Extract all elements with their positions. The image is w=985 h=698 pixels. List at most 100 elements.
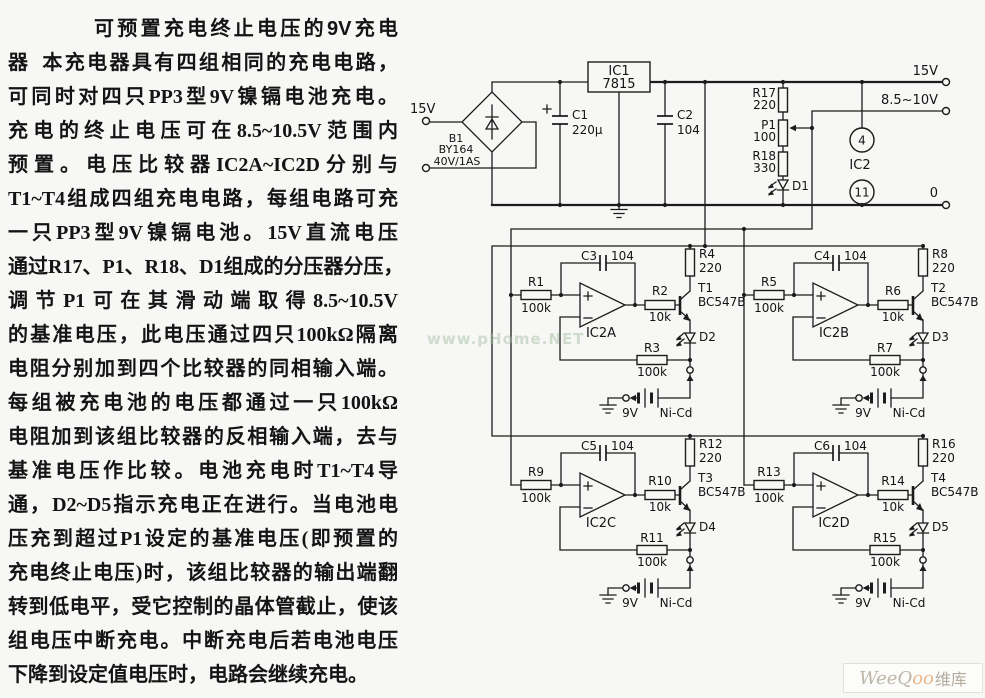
text-line: T1~T4组成四组充电电路，每组电路可充 <box>8 188 398 210</box>
label-r-col-value: 220 <box>932 451 955 465</box>
text-line: 电阻加到该组比较器的反相输入端，去与 <box>8 426 398 448</box>
label-r-fb-value: 100k <box>870 555 900 569</box>
label-battery-type: Ni-Cd <box>660 406 693 420</box>
label-opamp: IC2A <box>586 326 616 341</box>
text-line: 充电的终止电压可在8.5~10.5V范围内 <box>8 120 398 142</box>
terminal-ref-out <box>941 106 951 116</box>
text-line: 下降到设定值电压时，电路会继续充电。 <box>8 664 368 686</box>
label-r-fb: R15 <box>873 531 897 545</box>
article-title-line: 可预置充电终止电压的9V充电 <box>8 12 398 46</box>
c1-plates <box>552 115 568 125</box>
text-line: 电阻分别加到四个比较器的同相输入端。 <box>8 358 398 380</box>
label-led: D3 <box>932 330 949 344</box>
label-ref-out: 8.5~10V <box>881 93 938 108</box>
weeqoo-watermark-prefix: WeeQ <box>859 667 913 689</box>
labels-block-ic2a: R1 100k C3 104 IC2A R2 10k T1 BC547B R4 … <box>521 247 745 420</box>
label-bridge-rating: 40V/1AS <box>434 155 481 168</box>
power-supply-section: 15V B1 BY164 40V/1AS C1 220μ IC1 7815 C2… <box>410 61 951 486</box>
site-watermark: www.pHome.NET <box>427 330 585 348</box>
label-r-base: R2 <box>652 284 668 298</box>
label-ic1-value: 7815 <box>602 77 635 92</box>
label-r-in: R1 <box>528 275 544 289</box>
label-transistor-type: BC547B <box>698 295 746 309</box>
label-transistor: T4 <box>930 471 946 485</box>
label-0v-out: 0 <box>930 186 938 201</box>
label-r-fb: R11 <box>640 531 664 545</box>
label-r-base: R14 <box>881 474 905 488</box>
label-transistor: T3 <box>697 471 713 485</box>
label-c1-value: 220μ <box>572 123 603 137</box>
label-transistor-type: BC547B <box>931 295 979 309</box>
label-battery-type: Ni-Cd <box>893 596 926 610</box>
label-cap: C4 <box>814 249 830 263</box>
label-ic2-pin4: 4 <box>858 134 866 148</box>
label-battery: 9V <box>855 596 872 610</box>
label-r-base-value: 10k <box>882 500 904 514</box>
label-transistor: T2 <box>930 281 946 295</box>
label-led: D5 <box>932 520 949 534</box>
label-c1: C1 <box>572 108 588 122</box>
text-line: 通过R17、P1、R18、D1组成的分压器分压， <box>8 256 398 278</box>
label-led: D2 <box>699 330 716 344</box>
label-transistor-type: BC547B <box>931 485 979 499</box>
label-r-col-value: 220 <box>699 451 722 465</box>
label-cap-value: 104 <box>611 249 634 263</box>
label-r-base-value: 10k <box>649 310 671 324</box>
pot-body-p1 <box>777 119 789 147</box>
label-r-in-value: 100k <box>754 301 784 315</box>
label-opamp: IC2B <box>819 326 849 341</box>
label-r-fb-value: 100k <box>637 365 667 379</box>
label-cap: C5 <box>581 439 597 453</box>
label-cap-value: 104 <box>611 439 634 453</box>
label-15v-out: 15V <box>913 64 939 79</box>
label-r-col: R16 <box>932 437 956 451</box>
label-battery-type: Ni-Cd <box>893 406 926 420</box>
label-r-base-value: 10k <box>882 310 904 324</box>
text-line: 器本充电器具有四组相同的充电电路， <box>8 52 398 74</box>
label-r-fb: R7 <box>877 341 893 355</box>
text-line: 组电压中断充电。中断充电后若电池电压 <box>8 630 398 652</box>
terminal-ac-in-1 <box>421 116 431 126</box>
label-cap-value: 104 <box>844 439 867 453</box>
label-ic2: IC2 <box>849 158 870 173</box>
label-d1: D1 <box>792 179 809 193</box>
text-line: 可同时对四只PP3型9V镍镉电池充电。 <box>8 86 398 108</box>
ic1-ground-symbol <box>610 208 628 219</box>
label-cap: C6 <box>814 439 830 453</box>
label-bridge-name: B1 <box>449 132 464 145</box>
weeqoo-watermark-oo: oo <box>912 667 934 689</box>
label-r-in: R9 <box>528 465 544 479</box>
label-r18: R18 <box>752 149 776 163</box>
label-battery-type: Ni-Cd <box>660 596 693 610</box>
label-r17-value: 220 <box>753 98 776 112</box>
label-r-fb: R3 <box>644 341 660 355</box>
label-r18-value: 330 <box>753 161 776 175</box>
label-battery: 9V <box>622 596 639 610</box>
text-line: 充电终止电压)时，该组比较器的输出端翻 <box>8 562 398 584</box>
text-line: 每组被充电池的电压都通过一只100kΩ <box>8 392 398 414</box>
ic1-box <box>587 61 651 93</box>
terminal-0v-out <box>941 200 951 210</box>
c2-plates <box>657 115 673 125</box>
label-r-in-value: 100k <box>754 491 784 505</box>
labels-block-ic2c: R9 100k C5 104 IC2C R10 10k T3 BC547B R1… <box>521 437 745 610</box>
text-line: 的基准电压，此电压通过四只100kΩ隔离 <box>8 324 398 346</box>
label-r-col-value: 220 <box>699 261 722 275</box>
label-transistor: T1 <box>697 281 713 295</box>
terminal-15v-out <box>941 77 951 87</box>
ic2-pin4-circle <box>849 127 875 153</box>
label-cap-value: 104 <box>844 249 867 263</box>
label-opamp: IC2C <box>586 516 616 531</box>
label-led: D4 <box>699 520 716 534</box>
label-bridge-type: BY164 <box>439 143 474 156</box>
article-title: 可预置充电终止电压的9V充电 <box>94 18 398 40</box>
label-r-in-value: 100k <box>521 491 551 505</box>
label-p1-value: 100 <box>753 130 776 144</box>
label-ic2-pin11: 11 <box>854 186 869 200</box>
resistor-body-r17 <box>777 87 789 113</box>
bridge-rectifier <box>461 91 523 153</box>
label-r-base-value: 10k <box>649 500 671 514</box>
label-cap: C3 <box>581 249 597 263</box>
